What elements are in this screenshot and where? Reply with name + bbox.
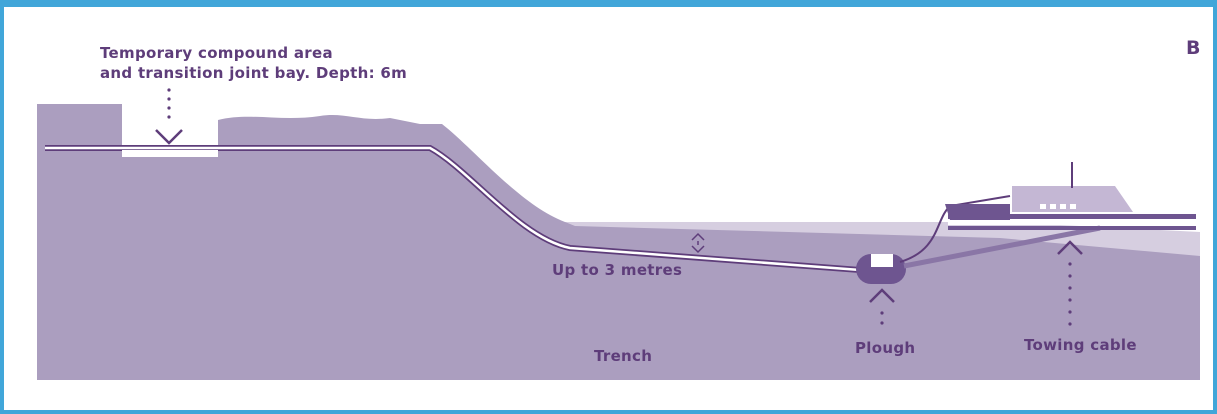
- chevron-up-icon: [869, 288, 895, 303]
- buried-cable-core: [45, 146, 861, 272]
- towing-pointer: [1068, 262, 1072, 326]
- compound-pointer: [167, 88, 171, 119]
- towing-cable-line: [903, 225, 1101, 269]
- compound-label-line1: Temporary compound area: [100, 44, 333, 62]
- towing-cable-label: Towing cable: [1024, 336, 1137, 354]
- trench-label: Trench: [594, 347, 652, 365]
- compound-label-line2: and transition joint bay. Depth: 6m: [100, 64, 407, 82]
- plough-pointer: [880, 311, 884, 325]
- vessel: [945, 162, 1196, 230]
- joint-bay: [122, 150, 218, 157]
- depth-indicator-icon: [691, 232, 705, 254]
- plough: [856, 254, 906, 284]
- chevron-down-icon: [155, 129, 183, 145]
- depth-label: Up to 3 metres: [552, 261, 682, 279]
- panel-letter: B: [1186, 37, 1201, 59]
- chevron-up-icon: [1057, 240, 1083, 255]
- ground-profile: [37, 104, 1200, 380]
- plough-label: Plough: [855, 339, 915, 357]
